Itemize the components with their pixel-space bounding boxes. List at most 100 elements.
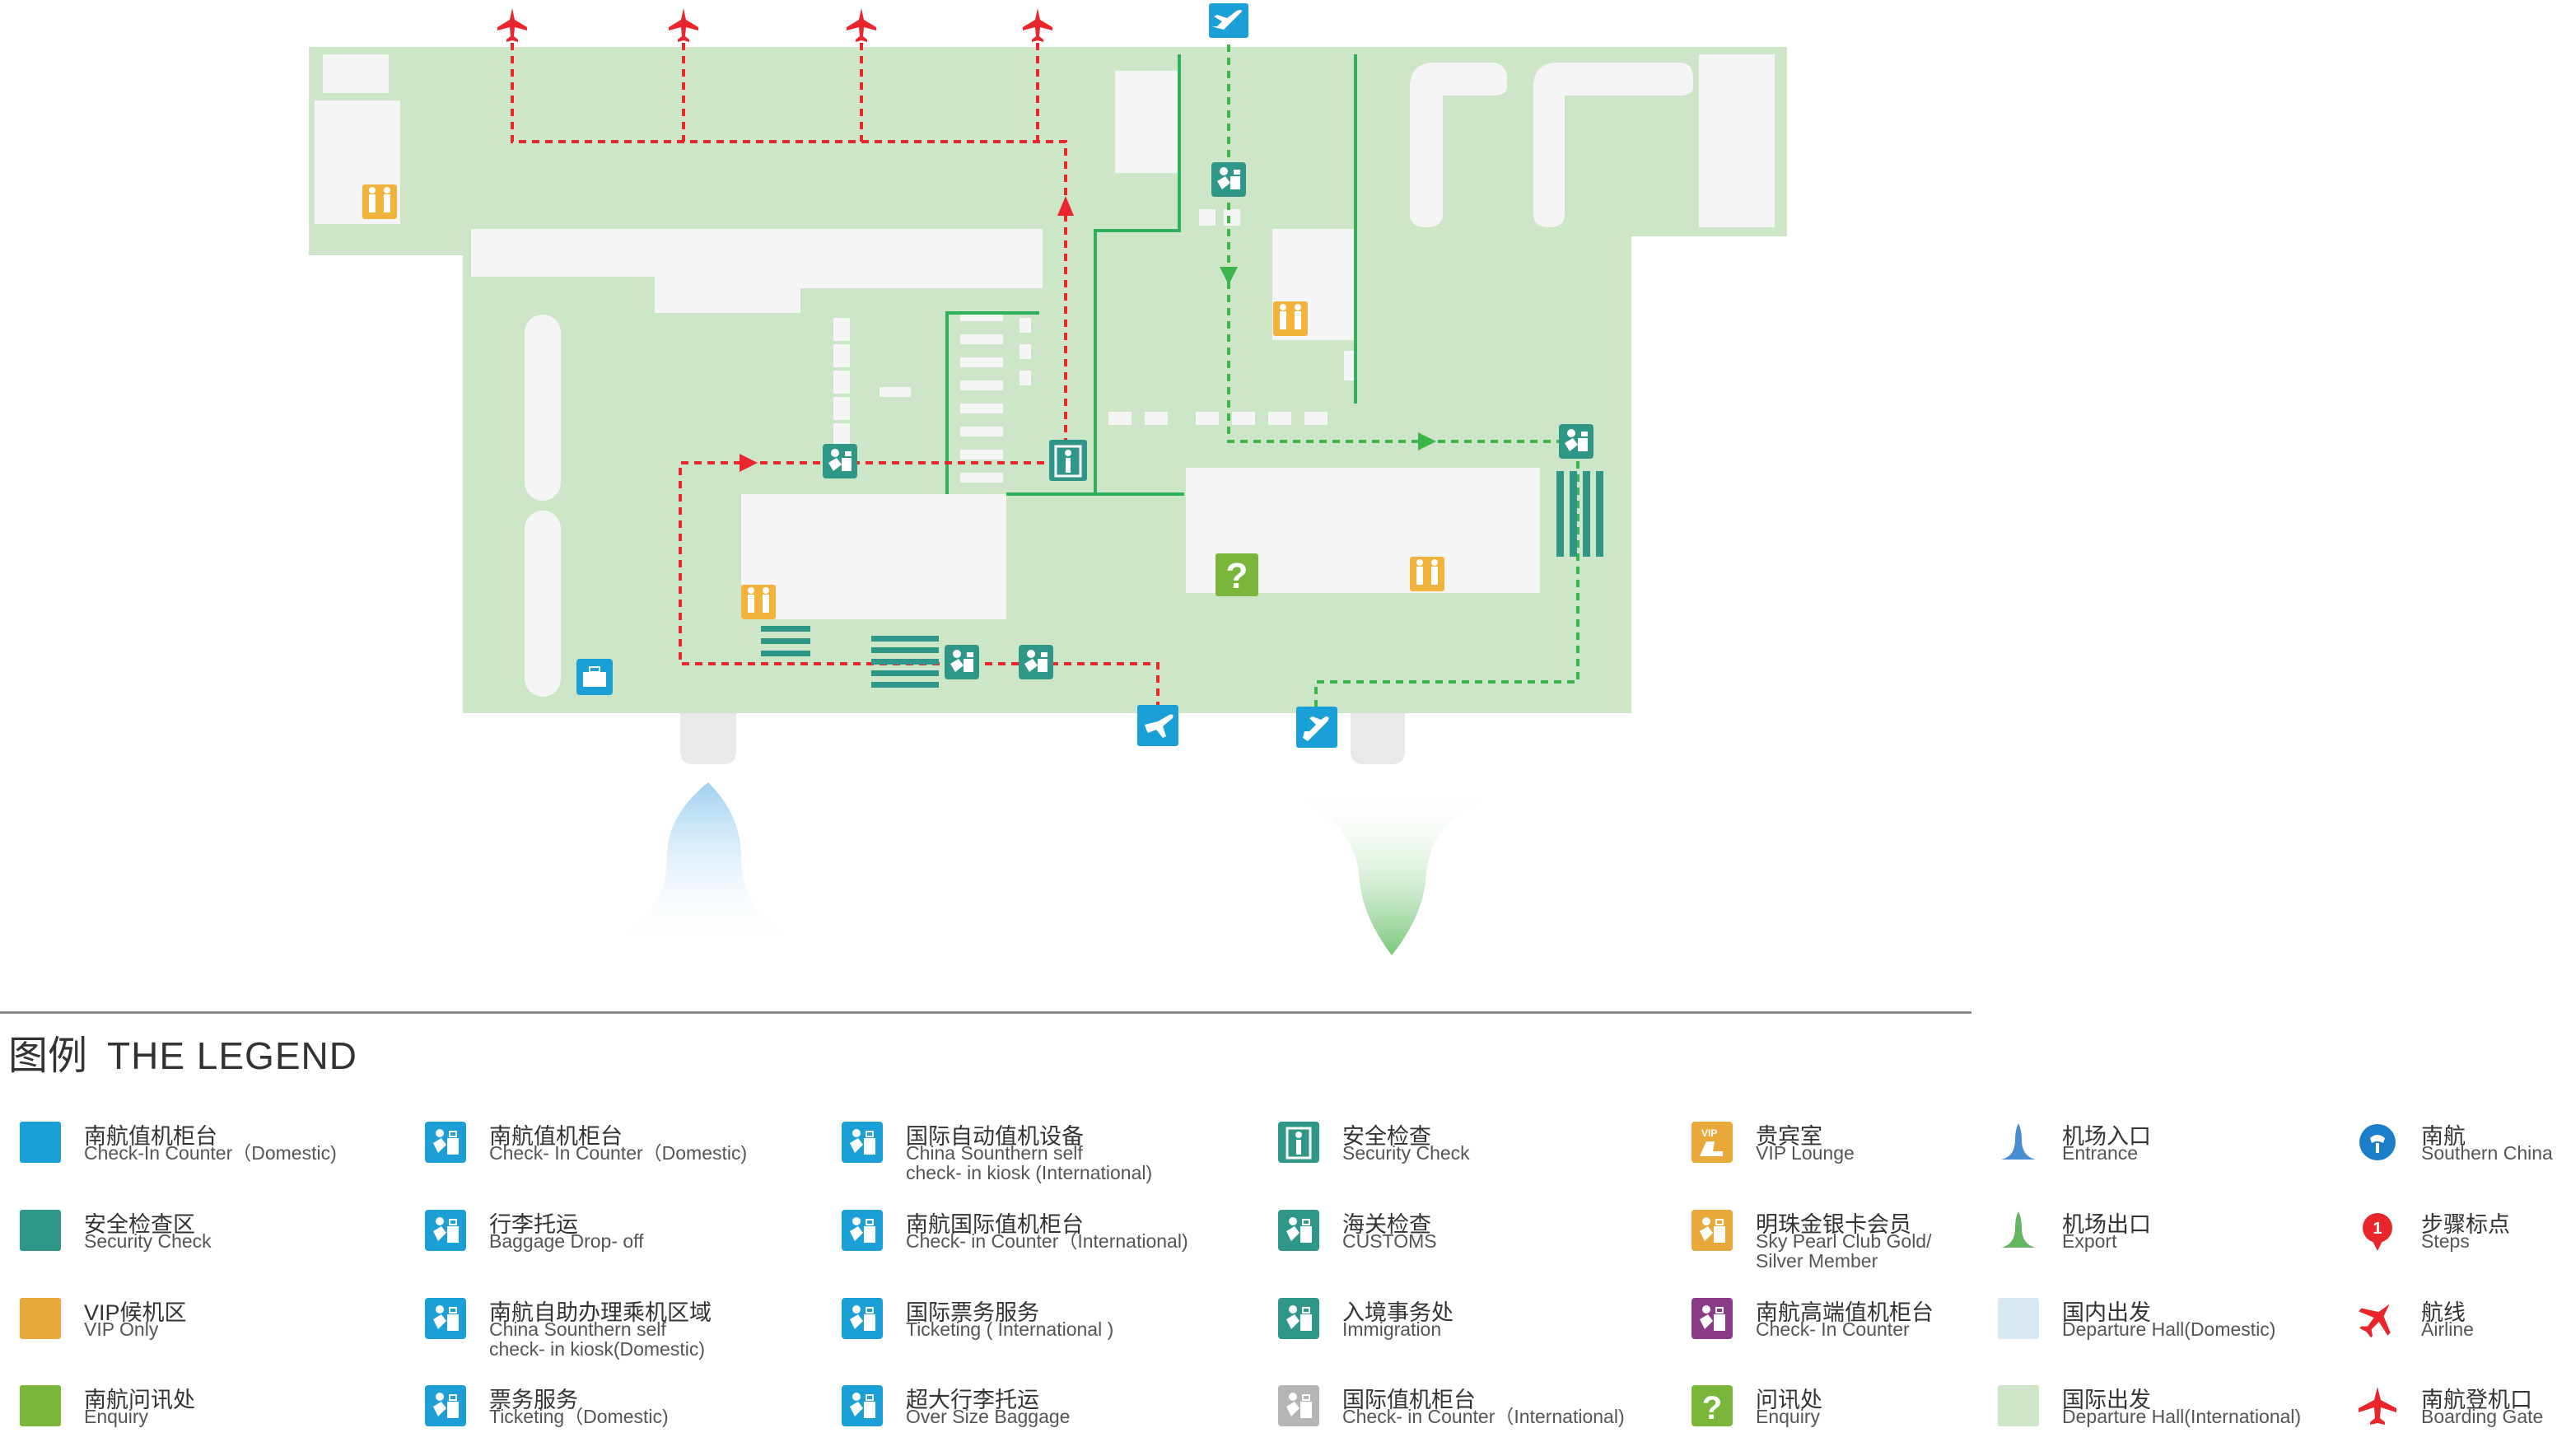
legend-item-label-zh: 航线: [2421, 1300, 2466, 1325]
legend-swatch: [20, 1385, 61, 1426]
restroom-icon: [1273, 301, 1308, 336]
oversize-baggage-icon: [576, 659, 613, 695]
door-stubs: [680, 713, 1405, 764]
legend-item-label-zh: 安全检查区: [84, 1212, 195, 1237]
legend-item-label-en: Ticketing ( International ): [906, 1318, 1114, 1340]
legend-item-label-zh: 国际值机柜台: [1342, 1388, 1476, 1412]
china-southern-logo-icon: [2354, 1118, 2401, 1166]
legend-item-label-en: Southern China: [2421, 1142, 2553, 1164]
legend-item-label-en: Check- In Counter: [1756, 1318, 1910, 1340]
immigration-lanes: [1556, 471, 1603, 557]
svg-text:VIP: VIP: [1701, 1127, 1717, 1139]
immigration-icon: [1275, 1295, 1323, 1342]
departure-arrows: [740, 196, 1074, 472]
legend-item-label-zh: 南航登机口: [2421, 1388, 2532, 1412]
legend-item-label-en: Baggage Drop- off: [489, 1230, 644, 1252]
enquiry-icon: ?: [1216, 553, 1258, 596]
legend-item-label-zh: 国内出发: [2062, 1300, 2151, 1325]
legend-item-label-zh: 机场出口: [2062, 1212, 2151, 1237]
terminal-floor-map: ?: [309, 3, 1787, 955]
flight-icons: [1137, 3, 1337, 748]
legend-item-label-en: Sky Pearl Club Gold/ Silver Member: [1756, 1230, 1932, 1272]
premium-checkin-icon: [1688, 1295, 1736, 1342]
checkin-counter-icon: [422, 1118, 469, 1166]
legend-item-label-zh: 机场入口: [2062, 1124, 2151, 1149]
security-lanes: [761, 626, 939, 688]
customs-icon: [823, 444, 857, 478]
customs-icon: [1019, 645, 1053, 679]
legend-item-label-en: Departure Hall(International): [2062, 1406, 2302, 1427]
legend-item-label-zh: 南航高端值机柜台: [1756, 1300, 1934, 1325]
legend-item-label-zh: 问讯处: [1756, 1388, 1822, 1412]
legend-item-label-en: CUSTOMS: [1342, 1230, 1437, 1252]
boarding-gate-icons: [497, 8, 1052, 42]
immigration-icon: [1559, 424, 1593, 459]
legend-item-label-en: China Sounthern self check- in kiosk(Dom…: [489, 1318, 705, 1360]
legend-item-label-zh: 南航问讯处: [84, 1388, 195, 1412]
intl-self-checkin-icon: [838, 1118, 886, 1166]
step-marker-icon: 1: [2354, 1206, 2401, 1254]
customs-icon: [1275, 1206, 1323, 1254]
legend-item-label-en: Over Size Baggage: [906, 1406, 1071, 1427]
legend-item-label-en: Airline: [2421, 1318, 2474, 1340]
legend-swatch: [20, 1210, 61, 1251]
legend-item-label-zh: 行李托运: [489, 1212, 578, 1237]
legend-item-label-en: Check-In Counter（Domestic): [84, 1142, 337, 1164]
legend-title-zh: 图例: [8, 1034, 88, 1078]
legend-item-label-en: Ticketing（Domestic): [489, 1406, 669, 1427]
legend-item-label-zh: 南航自助办理乘机区域: [489, 1300, 712, 1325]
legend-swatch: [1998, 1298, 2039, 1339]
legend-item-label-zh: 票务服务: [489, 1388, 578, 1412]
legend-item-label-zh: 国际票务服务: [906, 1300, 1039, 1325]
restroom-icon: [741, 585, 776, 619]
boarding-gate-plane-icon: [669, 8, 698, 42]
legend-item-label-en: Steps: [2421, 1230, 2470, 1252]
customs-icon: [1211, 162, 1246, 197]
legend-item-label-en: VIP Only: [84, 1318, 159, 1340]
ticketing-icon: [422, 1382, 469, 1430]
legend-item-label-zh: VIP候机区: [84, 1300, 187, 1325]
exit-arrow-icon: [1995, 1206, 2042, 1254]
legend-item-label-en: Entrance: [2062, 1142, 2139, 1164]
svg-text:?: ?: [1702, 1390, 1722, 1426]
legend-item-label-zh: 南航值机柜台: [489, 1124, 623, 1149]
oversize-baggage-icon: [838, 1382, 886, 1430]
boarding-gate-plane-icon: [847, 8, 876, 42]
customs-icon: [945, 645, 979, 679]
legend-item-label-en: Security Check: [84, 1230, 212, 1252]
restroom-icon: [362, 184, 397, 219]
legend-item-label-zh: 海关检查: [1342, 1212, 1431, 1237]
restroom-icon: [1410, 557, 1444, 591]
legend-item-label-zh: 南航国际值机柜台: [906, 1212, 1084, 1237]
boarding-gate-plane-icon: [2354, 1382, 2401, 1430]
legend-item-label-en: VIP Lounge: [1756, 1142, 1855, 1164]
legend-item-label-en: Check- In Counter（Domestic): [489, 1142, 748, 1164]
legend-title-en: THE LEGEND: [107, 1034, 357, 1077]
svg-text:1: 1: [2373, 1220, 2382, 1238]
boarding-gate-plane-icon: [1023, 8, 1052, 42]
legend-item-label-en: Export: [2062, 1230, 2117, 1252]
entrance-arrow-icon: [1995, 1118, 2042, 1166]
sky-pearl-member-icon: [1688, 1206, 1736, 1254]
svg-text:?: ?: [1226, 556, 1248, 596]
intl-ticketing-icon: [838, 1295, 886, 1342]
vip-lounge-icon: VIP: [1688, 1118, 1736, 1166]
airline-plane-icon: [2354, 1295, 2401, 1342]
